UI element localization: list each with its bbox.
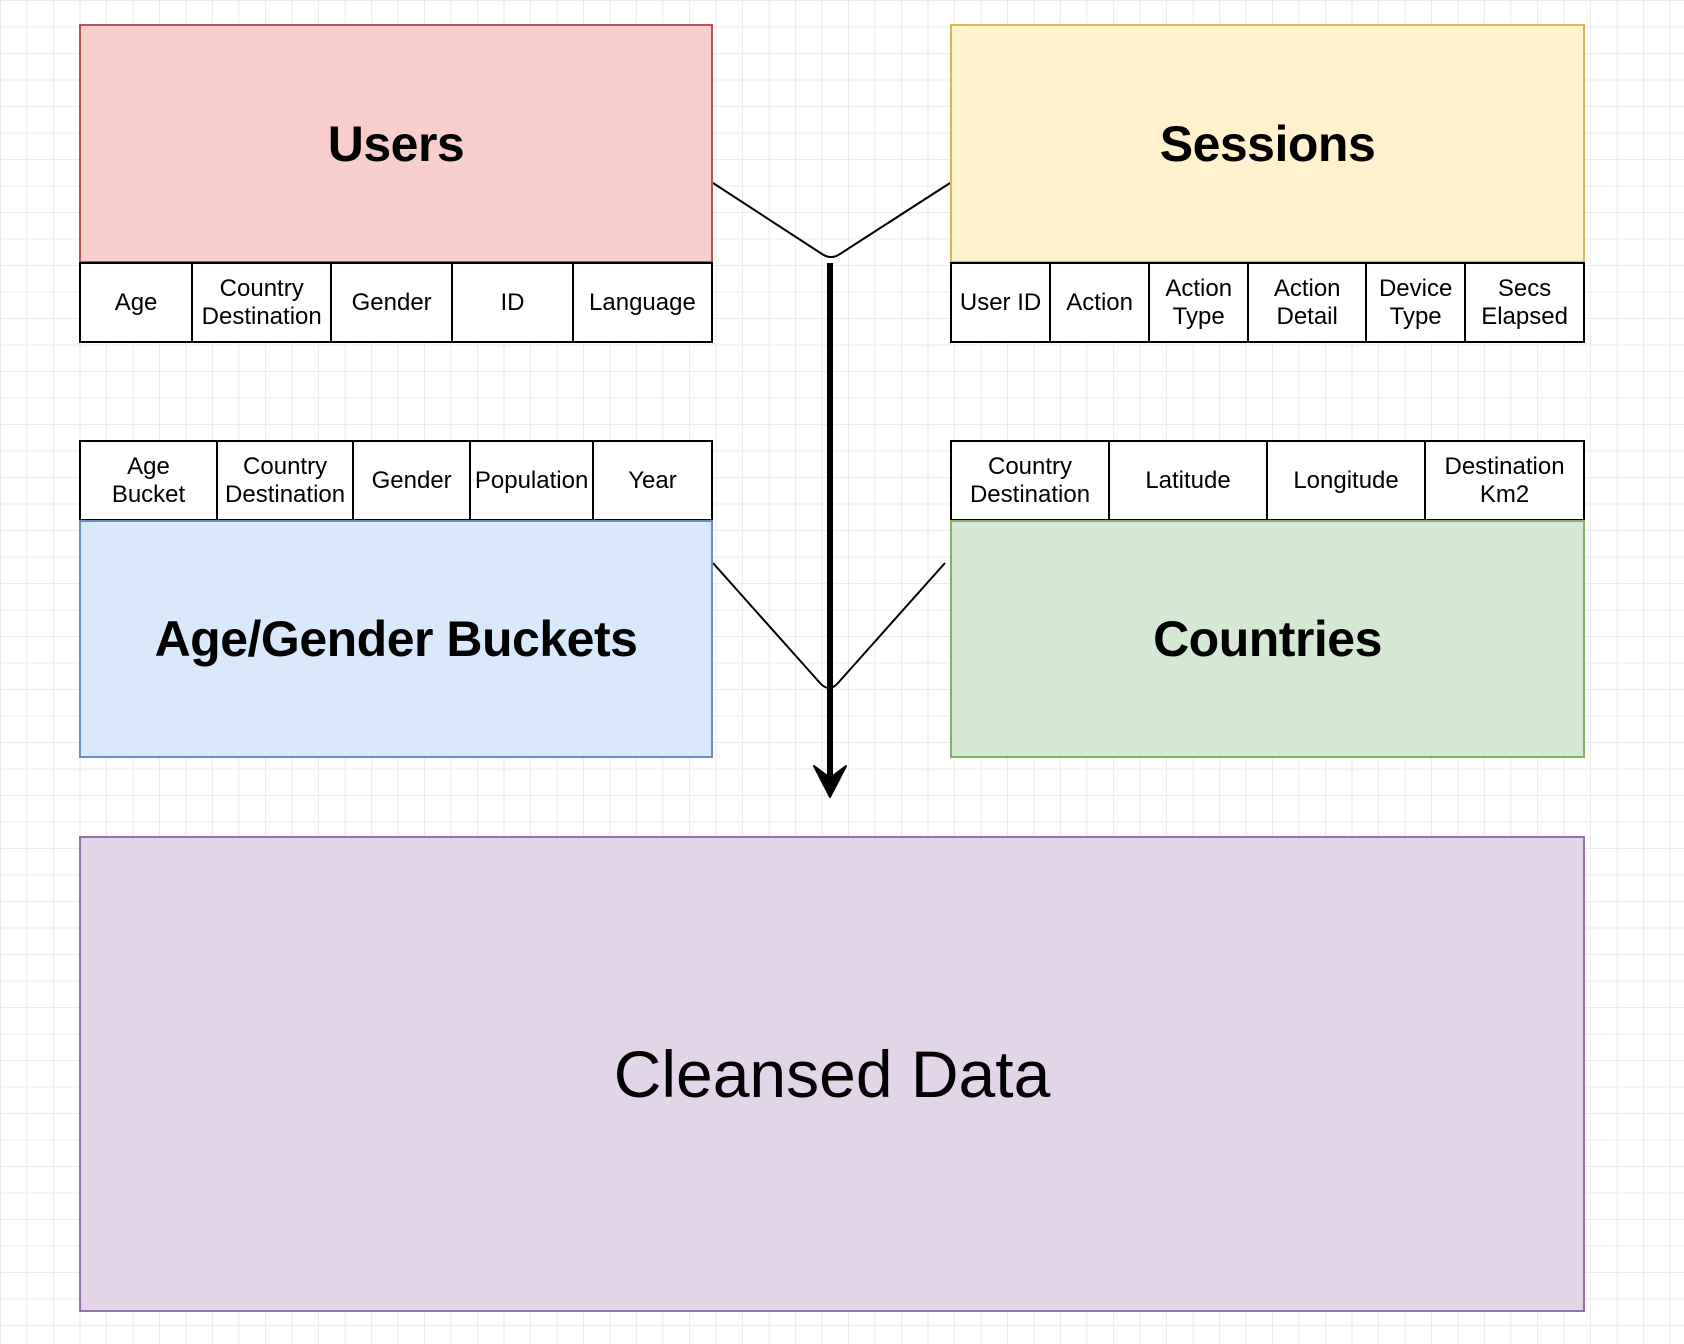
sessions-field-action[interactable]: Action bbox=[1051, 264, 1151, 341]
countries-field-row: Country Destination Latitude Longitude D… bbox=[950, 440, 1585, 521]
sessions-field-row: User ID Action Action Type Action Detail… bbox=[950, 262, 1585, 343]
flow-arrow-head bbox=[813, 765, 847, 798]
age-gender-field-row: Age Bucket Country Destination Gender Po… bbox=[79, 440, 713, 521]
users-field-age[interactable]: Age bbox=[81, 264, 194, 341]
users-field-gender[interactable]: Gender bbox=[332, 264, 454, 341]
age-gender-field-country-destination[interactable]: Country Destination bbox=[218, 442, 355, 519]
sessions-title: Sessions bbox=[1159, 115, 1376, 172]
age-gender-field-gender[interactable]: Gender bbox=[354, 442, 472, 519]
users-field-country-destination[interactable]: Country Destination bbox=[193, 264, 333, 341]
age-gender-field-year[interactable]: Year bbox=[628, 466, 677, 494]
users-field-language[interactable]: Language bbox=[589, 288, 696, 316]
cleansed-data-title: Cleansed Data bbox=[613, 1037, 1051, 1111]
users-field-row: Age Country Destination Gender ID Langua… bbox=[79, 262, 713, 343]
cleansed-data-entity[interactable]: Cleansed Data bbox=[79, 836, 1585, 1312]
countries-entity[interactable]: Countries bbox=[950, 520, 1585, 758]
sessions-entity[interactable]: Sessions bbox=[950, 24, 1585, 263]
age-gender-field-population[interactable]: Population bbox=[471, 442, 594, 519]
countries-field-country-destination[interactable]: Country Destination bbox=[952, 442, 1111, 519]
countries-field-destination-km2[interactable]: Destination Km2 bbox=[1444, 452, 1565, 508]
users-field-id[interactable]: ID bbox=[453, 264, 574, 341]
sessions-field-action-detail[interactable]: Action Detail bbox=[1249, 264, 1368, 341]
sessions-field-device-type[interactable]: Device Type bbox=[1367, 264, 1467, 341]
countries-title: Countries bbox=[1153, 611, 1382, 667]
sessions-field-user-id[interactable]: User ID bbox=[952, 264, 1052, 341]
age-gender-buckets-entity[interactable]: Age/Gender Buckets bbox=[79, 520, 713, 758]
age-gender-buckets-title: Age/Gender Buckets bbox=[154, 611, 638, 667]
users-title: Users bbox=[327, 115, 465, 172]
age-gender-field-age-bucket[interactable]: Age Bucket bbox=[81, 442, 219, 519]
countries-field-longitude[interactable]: Longitude bbox=[1268, 442, 1427, 519]
sessions-field-secs-elapsed[interactable]: Secs Elapsed bbox=[1481, 274, 1568, 330]
countries-field-latitude[interactable]: Latitude bbox=[1110, 442, 1269, 519]
sessions-field-action-type[interactable]: Action Type bbox=[1150, 264, 1250, 341]
users-entity[interactable]: Users bbox=[79, 24, 713, 263]
users-to-flow-connector bbox=[712, 182, 951, 258]
